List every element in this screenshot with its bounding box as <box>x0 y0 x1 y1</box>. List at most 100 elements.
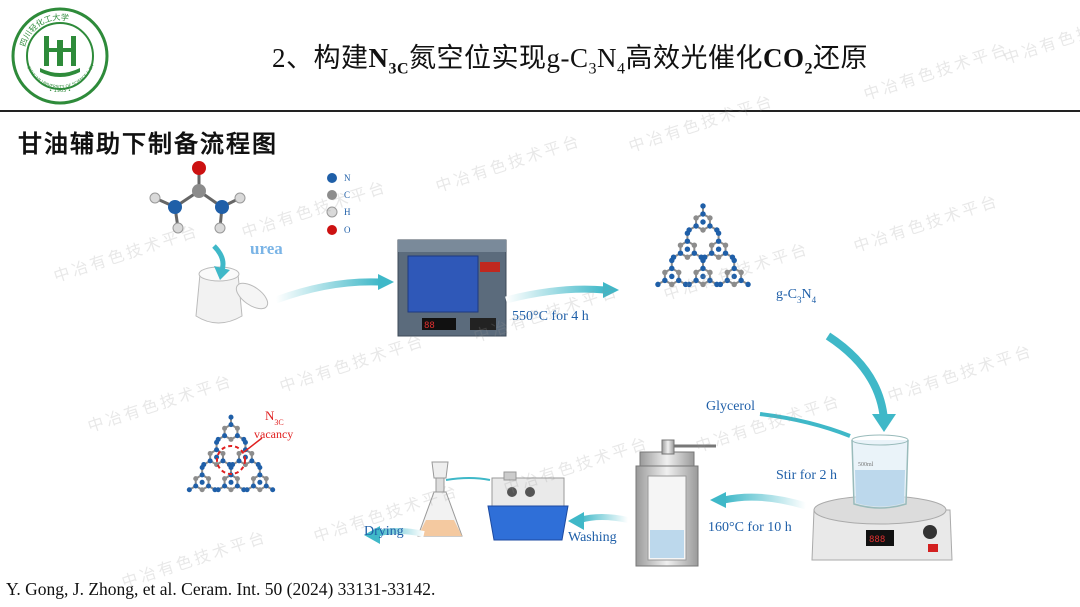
nitrogen-atom <box>228 414 234 420</box>
nitrogen-atom <box>244 487 250 493</box>
nitrogen-atom <box>250 483 256 489</box>
nitrogen-atom <box>707 223 713 229</box>
svg-text:C: C <box>344 190 350 200</box>
nitrogen-atom <box>715 246 722 252</box>
nitrogen-atom <box>270 487 276 493</box>
nitrogen-atom <box>207 458 213 464</box>
carbon-atom <box>677 242 684 248</box>
carbon-atom <box>708 242 715 248</box>
carbon-atom <box>715 254 722 260</box>
citation: Y. Gong, J. Zhong, et al. Ceram. Int. 50… <box>6 579 436 599</box>
carbon-atom <box>263 476 269 482</box>
nitrogen-atom <box>693 277 699 284</box>
carbon-atom <box>234 425 240 431</box>
nitrogen-atom <box>669 265 675 272</box>
nitrogen-atom <box>731 273 737 280</box>
svg-text:H: H <box>344 207 351 217</box>
hydrothermal-label: 160°C for 10 h <box>708 520 792 535</box>
calcination-label: 550°C for 4 h <box>512 309 589 324</box>
nitrogen-atom <box>669 273 675 280</box>
nitrogen-atom <box>199 479 205 485</box>
nitrogen-atom <box>717 281 724 288</box>
crucible <box>195 266 269 324</box>
synthesis-flow-diagram: N C H O urea 88 <box>149 161 953 567</box>
magnetic-stirrer: 888 <box>811 495 953 561</box>
nitrogen-atom <box>257 479 263 485</box>
svg-text:• 1965 •: • 1965 • <box>49 88 71 94</box>
carbon-atom <box>257 487 263 493</box>
nitrogen-atom <box>222 483 228 489</box>
nitrogen-atom <box>676 277 682 284</box>
carbon-atom <box>700 281 706 288</box>
vacancy-marker <box>216 445 246 475</box>
header-divider <box>0 110 1080 112</box>
nitrogen-atom <box>228 422 234 428</box>
carbon-atom <box>722 242 729 248</box>
carbon-atom <box>684 254 691 260</box>
carbon-atom <box>669 281 675 288</box>
nitrogen-atom <box>738 277 744 284</box>
nitrogen-atom <box>693 223 699 229</box>
water-bath <box>487 471 569 541</box>
carbon-atom <box>199 487 205 493</box>
carbon-atom <box>693 269 699 276</box>
nitrogen-atom <box>257 472 263 478</box>
watermark: 中冶有色技术平台 <box>626 90 777 156</box>
glycerol-label: Glycerol <box>706 399 755 414</box>
carbon-atom <box>228 487 234 493</box>
nitrogen-atom <box>686 281 692 288</box>
carbon-atom <box>700 227 706 233</box>
nitrogen-atom <box>662 277 668 284</box>
nitrogen-atom <box>700 203 706 209</box>
nitrogen-atom <box>199 472 205 478</box>
carbon-atom <box>249 450 255 456</box>
nitrogen-atom <box>707 277 713 284</box>
nitrogen-atom <box>228 479 234 485</box>
nitrogen-atom <box>222 433 228 439</box>
nitrogen-atom <box>684 238 691 244</box>
washing-label: Washing <box>568 530 617 545</box>
carbon-atom <box>220 450 226 456</box>
nitrogen-atom <box>257 465 263 471</box>
g-c3n4-structure <box>655 203 751 288</box>
nitrogen-atom <box>722 250 729 256</box>
nitrogen-atom <box>655 281 661 288</box>
nitrogen-atom <box>234 433 240 439</box>
nitrogen-atom <box>708 250 715 256</box>
university-logo: 四川轻化工大学 SICHUAN UNIVERSITY OF SCIENCE & … <box>10 6 109 105</box>
g-c3n4-label: g-C3N4 <box>776 287 817 305</box>
carbon-atom <box>731 281 737 288</box>
nitrogen-atom <box>206 483 212 489</box>
filter-flask <box>417 461 491 537</box>
svg-text:O: O <box>344 225 351 235</box>
svg-text:88: 88 <box>424 321 435 331</box>
carbon-atom <box>236 450 242 456</box>
nitrogen-atom <box>193 483 199 489</box>
watermark: 中冶有色技术平台 <box>1001 2 1080 68</box>
nitrogen-atom <box>731 257 737 264</box>
svg-text:500ml: 500ml <box>858 462 874 468</box>
carbon-atom <box>691 242 698 248</box>
carbon-atom <box>207 450 213 456</box>
carbon-atom <box>193 476 199 482</box>
nitrogen-atom <box>214 447 220 453</box>
carbon-atom <box>707 215 713 221</box>
nitrogen-atom <box>186 487 192 493</box>
nitrogen-atom <box>715 238 722 244</box>
autoclave <box>635 439 716 567</box>
g-c3n4-vacancy-structure <box>186 414 276 493</box>
carbon-atom <box>693 215 699 221</box>
carbon-atom <box>662 269 668 276</box>
stir-label: Stir for 2 h <box>776 468 837 483</box>
nitrogen-atom <box>228 465 234 471</box>
nitrogen-atom <box>249 458 255 464</box>
nitrogen-atom <box>684 230 691 236</box>
nitrogen-atom <box>715 230 722 236</box>
nitrogen-atom <box>700 265 706 272</box>
carbon-atom <box>724 269 730 276</box>
drying-label: Drying <box>364 524 404 539</box>
carbon-atom <box>222 476 228 482</box>
carbon-atom <box>250 476 256 482</box>
vacancy-label: N3C <box>265 408 284 427</box>
